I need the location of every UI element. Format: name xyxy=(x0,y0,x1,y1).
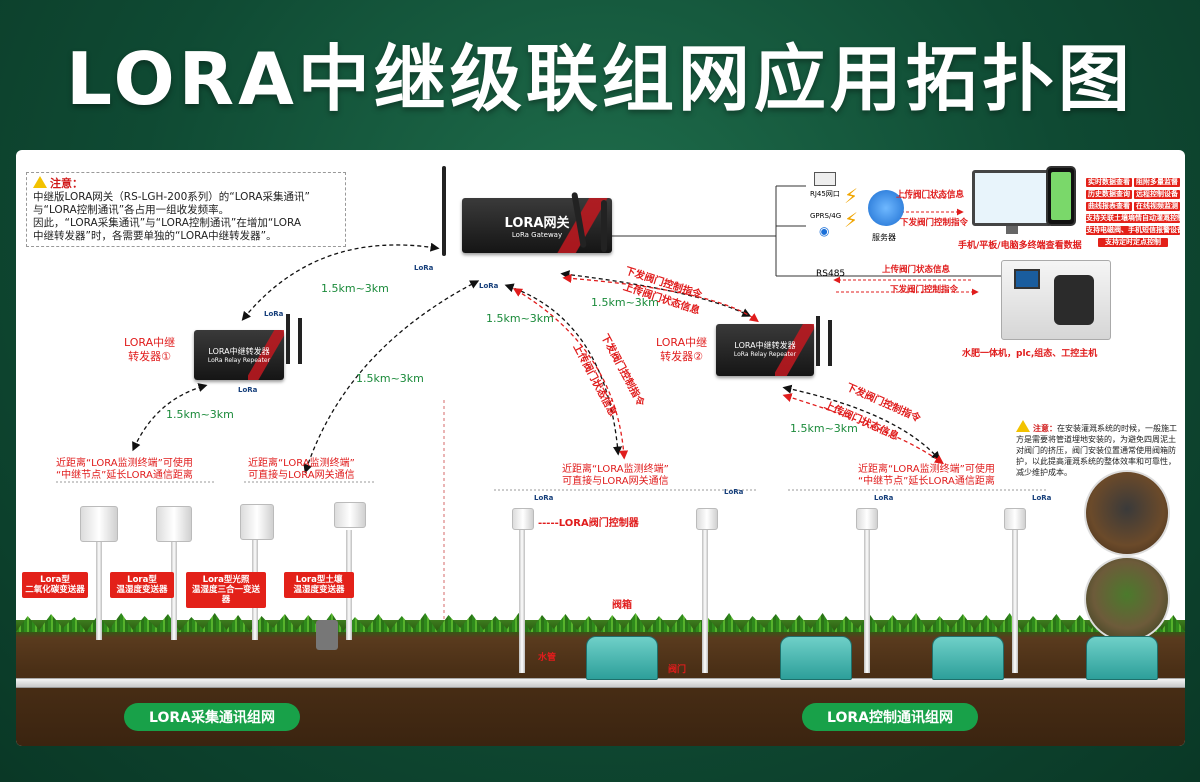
lora-gateway: LORA网关 LoRa Gateway xyxy=(462,198,612,253)
lora-logo: LoRa xyxy=(1032,494,1052,502)
feature-tag: 支持电磁阀、手机短信报警设备 xyxy=(1086,226,1180,235)
repeater2-antenna xyxy=(828,320,832,366)
phone-icon xyxy=(1046,166,1076,226)
sensor-pole xyxy=(171,530,177,640)
server-label: 服务器 xyxy=(872,233,896,242)
connection-arcs xyxy=(56,185,1046,620)
feature-tag: 实时数据查看 xyxy=(1086,178,1132,187)
feature-tag: 在线视频监测 xyxy=(1134,202,1180,211)
note-right: 注意：在安装灌溉系统的时候，一般施工方是需要将管道埋地安装的，为避免四周泥土对阀… xyxy=(1016,420,1178,478)
valve-box-label: 阀箱 xyxy=(612,600,632,611)
feature-tag: 支持关联土壤墒情自动灌溉控制 xyxy=(1086,214,1180,223)
distance-label: 1.5km~3km xyxy=(486,312,554,325)
warning-icon xyxy=(1016,420,1030,432)
repeater2-antenna xyxy=(816,316,820,366)
lora-logo: LoRa xyxy=(874,494,894,502)
terminals-label: 手机/平板/电脑多终端查看数据 xyxy=(958,241,1082,251)
repeater1-device: LORA中继转发器 LoRa Relay Repeater xyxy=(194,330,284,380)
feature-tag: 曲线报表查看 xyxy=(1086,202,1132,211)
feature-tag: 支持定时定点控制 xyxy=(1098,238,1168,247)
valve-label: 阀门 xyxy=(668,665,687,675)
distance-label: 1.5km~3km xyxy=(166,408,234,421)
arc-gateway-valve xyxy=(504,283,623,456)
lora-logo: LoRa xyxy=(264,310,284,318)
feature-tag: 远程控制设备 xyxy=(1134,190,1180,199)
sensor-tag-light: Lora型光照温湿度三合一变送器 xyxy=(186,572,266,608)
pipe-label: 水管 xyxy=(538,653,557,663)
lightning-icon: ⚡ xyxy=(844,184,859,208)
diagram-panel: 注意： 中继版LORA网关（RS-LGH-200系列）的“LORA采集通讯” 与… xyxy=(16,150,1185,746)
warning-icon xyxy=(33,176,47,188)
distance-label: 1.5km~3km xyxy=(321,282,389,295)
valve-pole xyxy=(1012,528,1018,673)
valve-pole xyxy=(519,528,525,673)
repeater2-label: LORA中继 转发器② xyxy=(656,336,708,363)
soil-sensor xyxy=(334,502,366,528)
lora-logo: LoRa xyxy=(414,264,434,272)
monitor-icon xyxy=(972,170,1052,226)
valve-photo xyxy=(1084,470,1170,556)
feature-tag: 阻附多量监督 xyxy=(1134,178,1180,187)
caption-right-1: 近距离“LORA监测终端” 可直接与LORA网关通信 xyxy=(562,464,669,487)
distance-label: 1.5km~3km xyxy=(790,422,858,435)
arc-rep1-gateway xyxy=(241,242,440,321)
page-title: LORA中继级联组网应用拓扑图 xyxy=(66,37,1134,121)
temp-humidity-sensor xyxy=(156,506,192,542)
sensor-pole xyxy=(96,530,102,640)
arc-sensor-rep1 xyxy=(132,383,208,452)
fertigation-machine xyxy=(1001,260,1111,340)
rs485-label: RS485 xyxy=(816,269,846,279)
repeater1-label: LORA中继 转发器① xyxy=(124,336,176,363)
soil-probe xyxy=(316,620,338,650)
net-up-status: 上传阀门状态信息 xyxy=(896,190,965,200)
net-down-cmd: 下发阀门控制指令 xyxy=(900,218,969,228)
co2-sensor xyxy=(80,506,118,542)
collection-network-pill: LORA采集通讯组网 xyxy=(124,703,300,731)
light-sensor xyxy=(240,504,274,540)
lora-logo: LoRa xyxy=(238,386,258,394)
lora-logo: LoRa xyxy=(534,494,554,502)
valve-pole xyxy=(864,528,870,673)
distance-label: 1.5km~3km xyxy=(591,296,659,309)
arc-sensor-gateway xyxy=(303,280,480,474)
valve-box xyxy=(932,636,1004,680)
valve-controller-label: ‑‑‑‑‑LORA阀门控制器 xyxy=(538,518,639,529)
gateway-antenna-3 xyxy=(601,200,607,252)
valve-box xyxy=(586,636,658,680)
net-down-cmd-2: 下发阀门控制指令 xyxy=(890,285,959,295)
valve-controller xyxy=(856,508,878,530)
valve-box xyxy=(780,636,852,680)
repeater1-antenna xyxy=(298,318,302,364)
rj45-label: RJ45网口 xyxy=(810,190,840,198)
lora-logo: LoRa xyxy=(724,488,744,496)
wifi-icon: ◉ xyxy=(819,224,830,238)
sensor-tag-soil: Lora型土壤温湿度变送器 xyxy=(284,572,354,598)
lora-logo: LoRa xyxy=(479,282,499,290)
repeater2-device: LORA中继转发器 LoRa Relay Repeater xyxy=(716,324,814,376)
note-top: 注意： 中继版LORA网关（RS-LGH-200系列）的“LORA采集通讯” 与… xyxy=(26,172,346,247)
caption-left-1: 近距离“LORA监测终端”可使用 “中继节点”延长LORA通信距离 xyxy=(56,458,193,481)
gprs-label: GPRS/4G xyxy=(810,212,842,220)
repeater1-antenna xyxy=(286,314,290,364)
valve-pole xyxy=(702,528,708,673)
distance-label: 1.5km~3km xyxy=(356,372,424,385)
gateway-antenna xyxy=(434,166,454,256)
valve-controller xyxy=(1004,508,1026,530)
control-network-pill: LORA控制通讯组网 xyxy=(802,703,978,731)
server-cloud-icon xyxy=(868,190,904,226)
net-up-status-2: 上传阀门状态信息 xyxy=(882,265,951,275)
feature-tag: 历史数据查询 xyxy=(1086,190,1132,199)
caption-right-2: 近距离“LORA监测终端”可使用 “中继节点”延长LORA通信距离 xyxy=(858,464,995,487)
monitor-stand xyxy=(1006,226,1018,234)
valve-box-photo xyxy=(1084,556,1170,642)
valve-box xyxy=(1086,636,1158,680)
rj45-icon xyxy=(814,172,836,186)
lightning-icon: ⚡ xyxy=(844,208,859,232)
host-label: 水肥一体机，plc,组态、工控主机 xyxy=(962,349,1098,359)
valve-controller xyxy=(512,508,534,530)
sensor-tag-temp: Lora型温湿度变送器 xyxy=(110,572,174,598)
sensor-tag-co2: Lora型二氧化碳变送器 xyxy=(22,572,88,598)
valve-controller xyxy=(696,508,718,530)
caption-left-2: 近距离“LORA监测终端” 可直接与LORA网关通信 xyxy=(248,458,355,481)
